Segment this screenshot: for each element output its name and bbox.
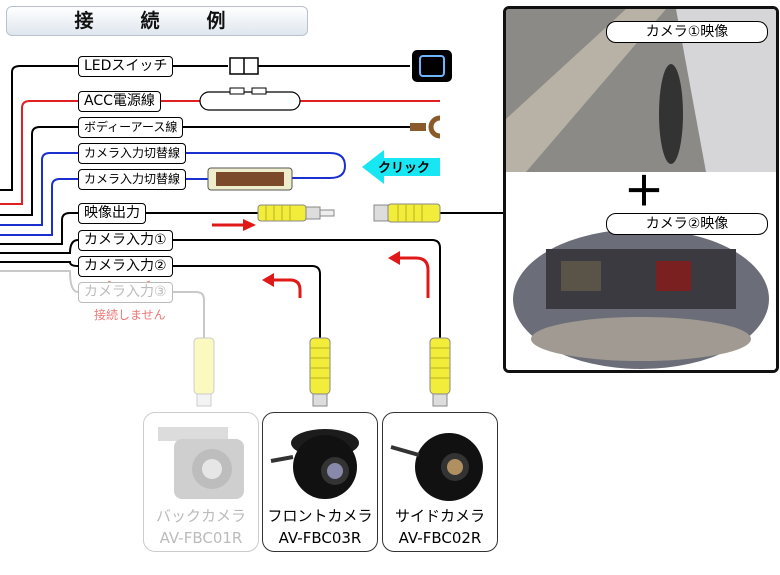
label-cam-in3: カメラ入力③ — [78, 282, 173, 303]
rca-plug-video-out — [257, 204, 335, 222]
side-camera-name: サイドカメラ — [394, 507, 485, 525]
front-camera-name: フロントカメラ — [267, 507, 373, 525]
back-camera-icon — [158, 427, 244, 499]
red-arrow-right — [212, 219, 256, 231]
camera-card-front: フロントカメラ AV-FBC03R — [262, 412, 378, 552]
earth-terminal-icon — [410, 115, 441, 139]
back-camera-name: バックカメラ — [155, 507, 246, 525]
front-camera-model: AV-FBC03R — [278, 529, 362, 547]
switch-wire-1 — [0, 152, 347, 226]
plus-sign: ＋ — [624, 169, 664, 215]
switch-wire-2 — [0, 178, 210, 236]
video-out-wire — [0, 212, 262, 245]
fuse-holder-icon — [199, 91, 301, 111]
cam-in1-wire — [0, 239, 441, 340]
front-camera-icon — [270, 429, 359, 499]
switch-connector-icon — [207, 167, 293, 191]
rca-plug-side-camera — [429, 337, 451, 407]
label-video-out: 映像出力 — [78, 203, 146, 224]
acc-wire — [0, 100, 200, 205]
back-camera-model: AV-FBC01R — [159, 529, 243, 547]
led-wire — [0, 65, 228, 191]
label-cam-in2: カメラ入力② — [78, 256, 173, 277]
camera-card-side: サイドカメラ AV-FBC02R — [382, 412, 498, 552]
rca-plug-back-camera — [193, 337, 215, 407]
label-switch-wire-1: カメラ入力切替線 — [78, 143, 187, 164]
camera-card-back: バックカメラ AV-FBC01R — [143, 412, 259, 552]
label-led-switch: LEDスイッチ — [78, 56, 174, 77]
rca-jack-monitor — [373, 203, 441, 223]
cam-in2-wire — [0, 261, 321, 340]
label-switch-wire-2: カメラ入力切替線 — [78, 169, 187, 190]
label-acc-wire: ACC電源線 — [78, 91, 161, 112]
label-cam-in1: カメラ入力① — [78, 230, 173, 251]
camera1-image-label: カメラ①映像 — [606, 21, 768, 43]
side-camera-model: AV-FBC02R — [398, 529, 482, 547]
label-not-connected: 接続しません — [94, 308, 166, 322]
rca-plug-front-camera — [309, 337, 331, 407]
body-wire — [0, 126, 420, 216]
red-curve-arrow-side — [388, 251, 430, 298]
click-arrow-icon — [362, 150, 440, 184]
camera2-image — [506, 209, 776, 370]
label-body-earth: ボディーアース線 — [78, 117, 184, 138]
led-switch-icon — [412, 50, 452, 82]
monitor-panel: カメラ①映像 ＋ カメラ②映像 — [503, 6, 779, 373]
click-label: クリック — [378, 161, 431, 176]
side-camera-icon — [390, 433, 483, 501]
camera2-image-label: カメラ②映像 — [606, 213, 768, 235]
red-curve-arrow-front — [262, 273, 302, 298]
click-button[interactable]: クリック — [362, 150, 442, 184]
page-title: 接 続 例 — [6, 6, 308, 36]
